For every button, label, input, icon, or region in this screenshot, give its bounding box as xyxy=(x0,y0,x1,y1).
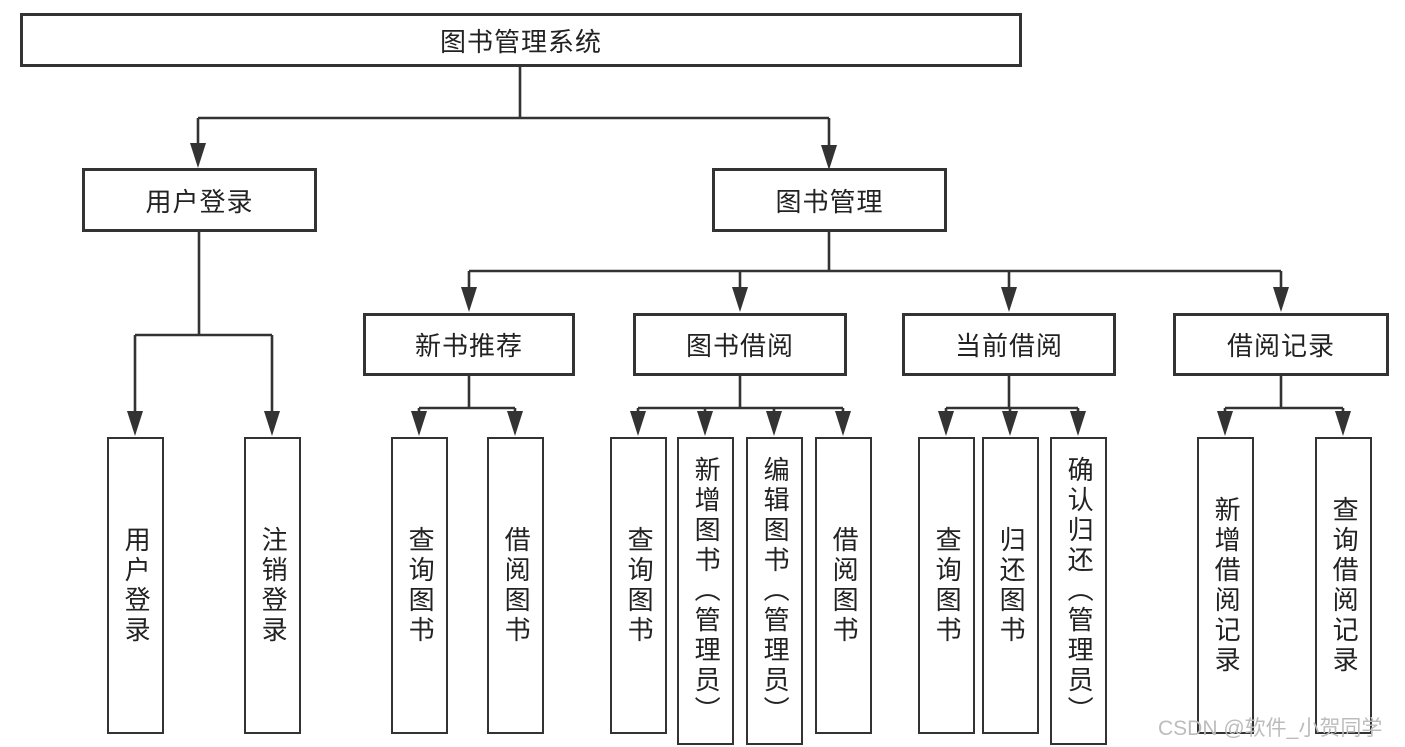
leaf-label: 用户登录 xyxy=(121,525,152,646)
csdn-watermark: CSDN @软件_小贺同学 xyxy=(1158,717,1383,740)
node-current-borrowing: 当前借阅 xyxy=(902,313,1116,376)
node-root: 图书管理系统 xyxy=(20,13,1022,67)
leaf-label: 查询图书 xyxy=(624,525,655,646)
leaf-label: 查询图书 xyxy=(405,525,436,646)
leaf-label: 借阅图书 xyxy=(829,525,860,646)
node-book-management: 图书管理 xyxy=(712,168,947,232)
leaf-label: 查询图书 xyxy=(932,525,963,646)
leaf-query-books-borrowing: 查询图书 xyxy=(610,437,667,734)
node-root-label: 图书管理系统 xyxy=(439,26,602,57)
leaf-query-books-recommend: 查询图书 xyxy=(391,437,448,734)
leaf-label: 注销登录 xyxy=(258,525,289,646)
node-borrowing-records: 借阅记录 xyxy=(1173,313,1389,376)
leaf-user-login: 用户登录 xyxy=(107,437,164,734)
leaf-label: 确认归还（管理员） xyxy=(1064,456,1095,726)
leaf-label: 新增图书（管理员） xyxy=(691,456,722,726)
leaf-label: 新增借阅记录 xyxy=(1211,495,1242,676)
leaf-logout: 注销登录 xyxy=(244,437,301,734)
leaf-edit-books-admin: 编辑图书（管理员） xyxy=(746,437,803,745)
node-label: 图书管理 xyxy=(775,186,884,217)
node-book-borrowing: 图书借阅 xyxy=(633,313,847,376)
node-label: 借阅记录 xyxy=(1226,331,1335,361)
node-new-book-recommend: 新书推荐 xyxy=(363,313,575,376)
leaf-query-borrow-record: 查询借阅记录 xyxy=(1315,437,1372,734)
leaf-query-books-current: 查询图书 xyxy=(918,437,975,734)
leaf-label: 编辑图书（管理员） xyxy=(760,456,791,726)
node-label: 用户登录 xyxy=(145,186,254,217)
node-user-login-group: 用户登录 xyxy=(82,168,317,232)
leaf-label: 借阅图书 xyxy=(501,525,532,646)
node-label: 新书推荐 xyxy=(414,331,523,361)
leaf-label: 查询借阅记录 xyxy=(1329,495,1360,676)
leaf-confirm-return-admin: 确认归还（管理员） xyxy=(1050,437,1107,745)
leaf-add-borrow-record: 新增借阅记录 xyxy=(1197,437,1254,734)
leaf-return-books: 归还图书 xyxy=(982,437,1039,734)
leaf-borrow-books-borrowing: 借阅图书 xyxy=(815,437,872,734)
leaf-borrow-books-recommend: 借阅图书 xyxy=(487,437,544,734)
leaf-add-books-admin: 新增图书（管理员） xyxy=(677,437,734,745)
node-label: 当前借阅 xyxy=(954,331,1063,361)
leaf-label: 归还图书 xyxy=(996,525,1027,646)
node-label: 图书借阅 xyxy=(685,331,794,361)
